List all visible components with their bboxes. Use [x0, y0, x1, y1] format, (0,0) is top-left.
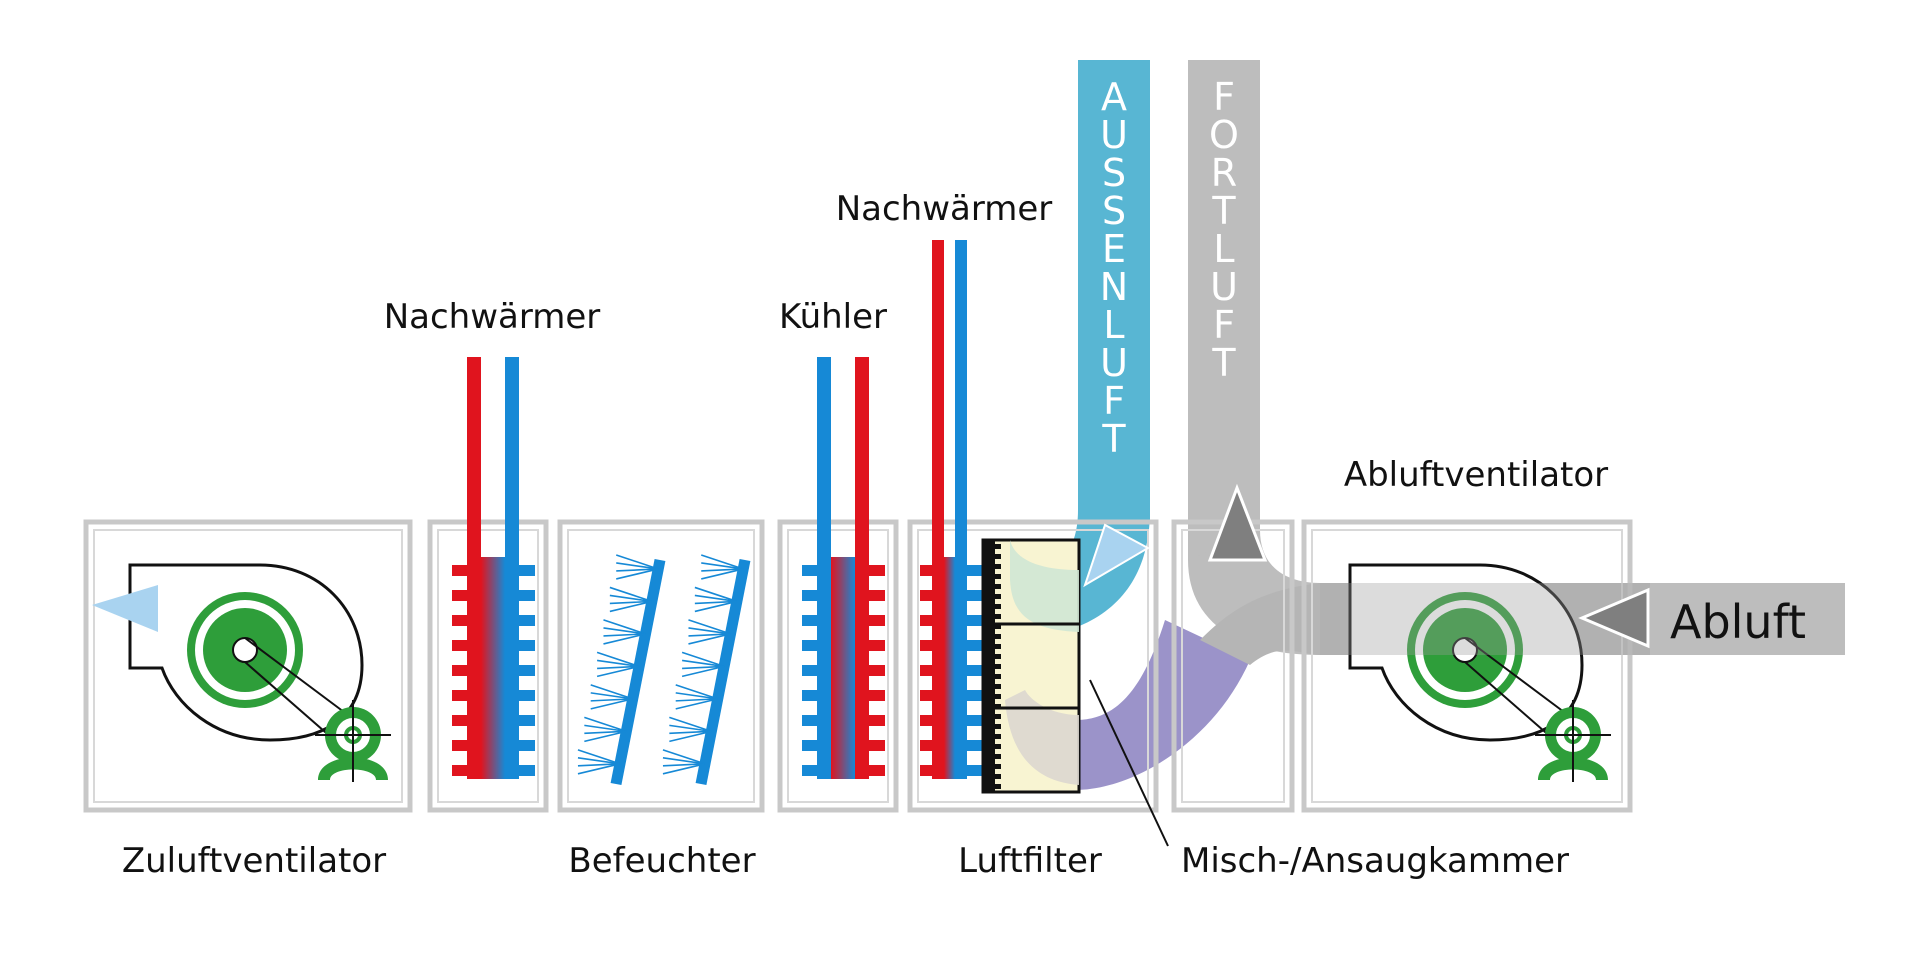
- cooler-coil: [802, 357, 885, 779]
- svg-text:E: E: [1102, 227, 1126, 271]
- svg-text:T: T: [1211, 189, 1236, 233]
- outdoor-air-duct: [1078, 60, 1150, 520]
- svg-text:L: L: [1103, 303, 1124, 347]
- svg-text:F: F: [1103, 379, 1125, 423]
- label-humidifier: Befeuchter: [568, 841, 755, 881]
- humidifier-module: [557, 519, 765, 813]
- label-cooler: Kühler: [779, 297, 887, 337]
- supply-air-arrow-icon: [92, 585, 158, 632]
- exhaust-air-duct: [1188, 60, 1260, 560]
- extract-air-arrow-icon: [1578, 587, 1650, 649]
- svg-text:S: S: [1102, 151, 1126, 195]
- exhaust-fan-module: [1301, 519, 1633, 813]
- svg-text:T: T: [1101, 417, 1126, 461]
- svg-text:F: F: [1213, 303, 1235, 347]
- svg-text:U: U: [1100, 113, 1128, 157]
- svg-text:L: L: [1213, 227, 1234, 271]
- outdoor-air-arrow-icon: [1083, 523, 1151, 588]
- reheater-coil-right: [920, 240, 983, 779]
- mixing-chamber-pointer: [1089, 679, 1169, 847]
- label-mixing-chamber: Misch-/Ansaugkammer: [1181, 841, 1569, 881]
- exhaust-fan: [1320, 563, 1650, 782]
- label-reheater-left: Nachwärmer: [384, 297, 601, 337]
- labels: Nachwärmer Kühler Nachwärmer Abluftventi…: [122, 75, 1806, 881]
- label-exhaust-fan: Abluftventilator: [1344, 455, 1608, 495]
- reheater-coil-left: [452, 357, 535, 779]
- svg-text:T: T: [1211, 341, 1236, 385]
- label-air-filter: Luftfilter: [958, 841, 1102, 881]
- svg-text:O: O: [1209, 113, 1239, 157]
- humidifier-spray-icon: [577, 554, 751, 786]
- svg-text:N: N: [1100, 265, 1128, 309]
- svg-text:R: R: [1211, 151, 1237, 195]
- svg-text:F: F: [1213, 75, 1235, 119]
- label-reheater-right: Nachwärmer: [836, 189, 1053, 229]
- supply-fan: [92, 563, 391, 782]
- motor-icon: [1535, 700, 1611, 782]
- motor-icon: [315, 700, 391, 782]
- svg-text:U: U: [1210, 265, 1238, 309]
- svg-text:A: A: [1101, 75, 1127, 119]
- svg-text:U: U: [1100, 341, 1128, 385]
- label-extract-air: Abluft: [1670, 595, 1806, 649]
- cooler-module: [777, 519, 899, 813]
- module-frames: [83, 519, 1633, 813]
- exhaust-air-arrow-icon: [1207, 483, 1268, 562]
- svg-text:S: S: [1102, 189, 1126, 233]
- filter-module: [907, 519, 1159, 813]
- supply-fan-module: [83, 519, 413, 813]
- label-supply-fan: Zuluftventilator: [122, 841, 386, 881]
- reheater-module: [427, 519, 549, 813]
- air-filter-icon: [981, 538, 1081, 794]
